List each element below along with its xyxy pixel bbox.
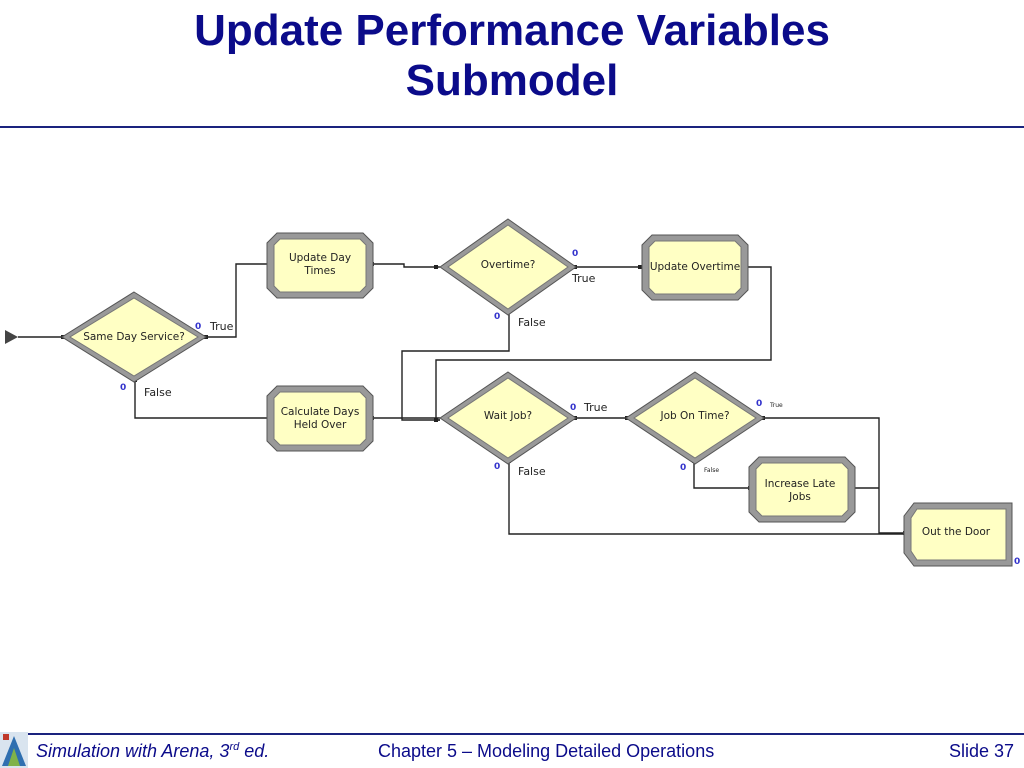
overtime-label: Overtime? (481, 259, 536, 271)
counter-wait-false: 0 (494, 462, 500, 472)
connector-ontime-true (763, 417, 905, 534)
increase-late-line2: Jobs (788, 491, 811, 503)
counter-out-door: 0 (1014, 557, 1020, 567)
label-false-wait-job: False (518, 465, 546, 478)
counter-ontime-false: 0 (680, 463, 686, 473)
decision-same-day-service[interactable]: Same Day Service? (61, 291, 207, 383)
label-true-overtime: True (571, 272, 596, 285)
branch-labels: True False True False True False True Fa… (144, 272, 783, 478)
label-false-overtime: False (518, 316, 546, 329)
label-true-wait-job: True (583, 401, 608, 414)
slide-title: Update Performance Variables Submodel (0, 6, 1024, 106)
label-false-same-day: False (144, 386, 172, 399)
job-on-time-label: Job On Time? (659, 410, 729, 422)
connector-true-update-day (206, 263, 270, 338)
assign-update-overtime[interactable]: Update Overtime (641, 234, 749, 301)
counter-same-day-true: 0 (195, 322, 201, 332)
increase-late-line1: Increase Late (765, 478, 836, 490)
connector-wait-false (508, 461, 905, 535)
connector-update-day-overtime (372, 263, 440, 268)
connector-ontime-false (693, 461, 750, 489)
label-false-job-on-time: False (704, 467, 719, 474)
title-line-1: Update Performance Variables (194, 6, 830, 55)
footer-book-superscript: rd (229, 741, 240, 753)
footer-book-title: Simulation with Arena, 3rd ed. (36, 741, 270, 761)
record-increase-late-jobs[interactable]: Increase Late Jobs (748, 456, 856, 523)
connector-overtime-false (401, 310, 510, 421)
counter-overtime-true: 0 (572, 249, 578, 259)
label-true-job-on-time: True (769, 402, 783, 409)
exit-out-the-door[interactable]: Out the Door (903, 502, 1013, 567)
counter-labels: 0 0 0 0 0 0 0 0 0 (120, 249, 1020, 567)
entry-arrow-icon (5, 330, 18, 344)
update-day-times-line2: Times (303, 265, 335, 277)
footer-chapter: Chapter 5 – Modeling Detailed Operations (378, 741, 715, 761)
decision-job-on-time[interactable]: Job On Time? (625, 371, 765, 465)
connector-false-calc (134, 380, 270, 419)
wait-job-label: Wait Job? (484, 410, 532, 422)
out-the-door-label: Out the Door (922, 526, 991, 538)
footer-slide-number: Slide 37 (948, 741, 1014, 761)
calculate-days-line2: Held Over (294, 419, 347, 431)
counter-wait-true: 0 (570, 403, 576, 413)
calculate-days-line1: Calculate Days (281, 406, 360, 418)
update-day-times-line1: Update Day (289, 252, 351, 264)
assign-update-day-times[interactable]: Update Day Times (266, 232, 374, 299)
decision-wait-job[interactable]: Wait Job? (439, 371, 577, 465)
label-true-same-day: True (209, 320, 234, 333)
counter-overtime-false: 0 (494, 312, 500, 322)
title-line-2: Submodel (405, 56, 619, 105)
footer-divider (28, 733, 1024, 735)
update-overtime-label: Update Overtime (650, 261, 740, 273)
counter-same-day-false: 0 (120, 383, 126, 393)
title-divider (0, 126, 1024, 128)
counter-ontime-true: 0 (756, 399, 762, 409)
publisher-logo-icon (0, 732, 28, 768)
decision-overtime[interactable]: Overtime? (439, 218, 577, 316)
same-day-service-label: Same Day Service? (83, 331, 185, 343)
assign-calculate-days-held-over[interactable]: Calculate Days Held Over (266, 385, 374, 452)
